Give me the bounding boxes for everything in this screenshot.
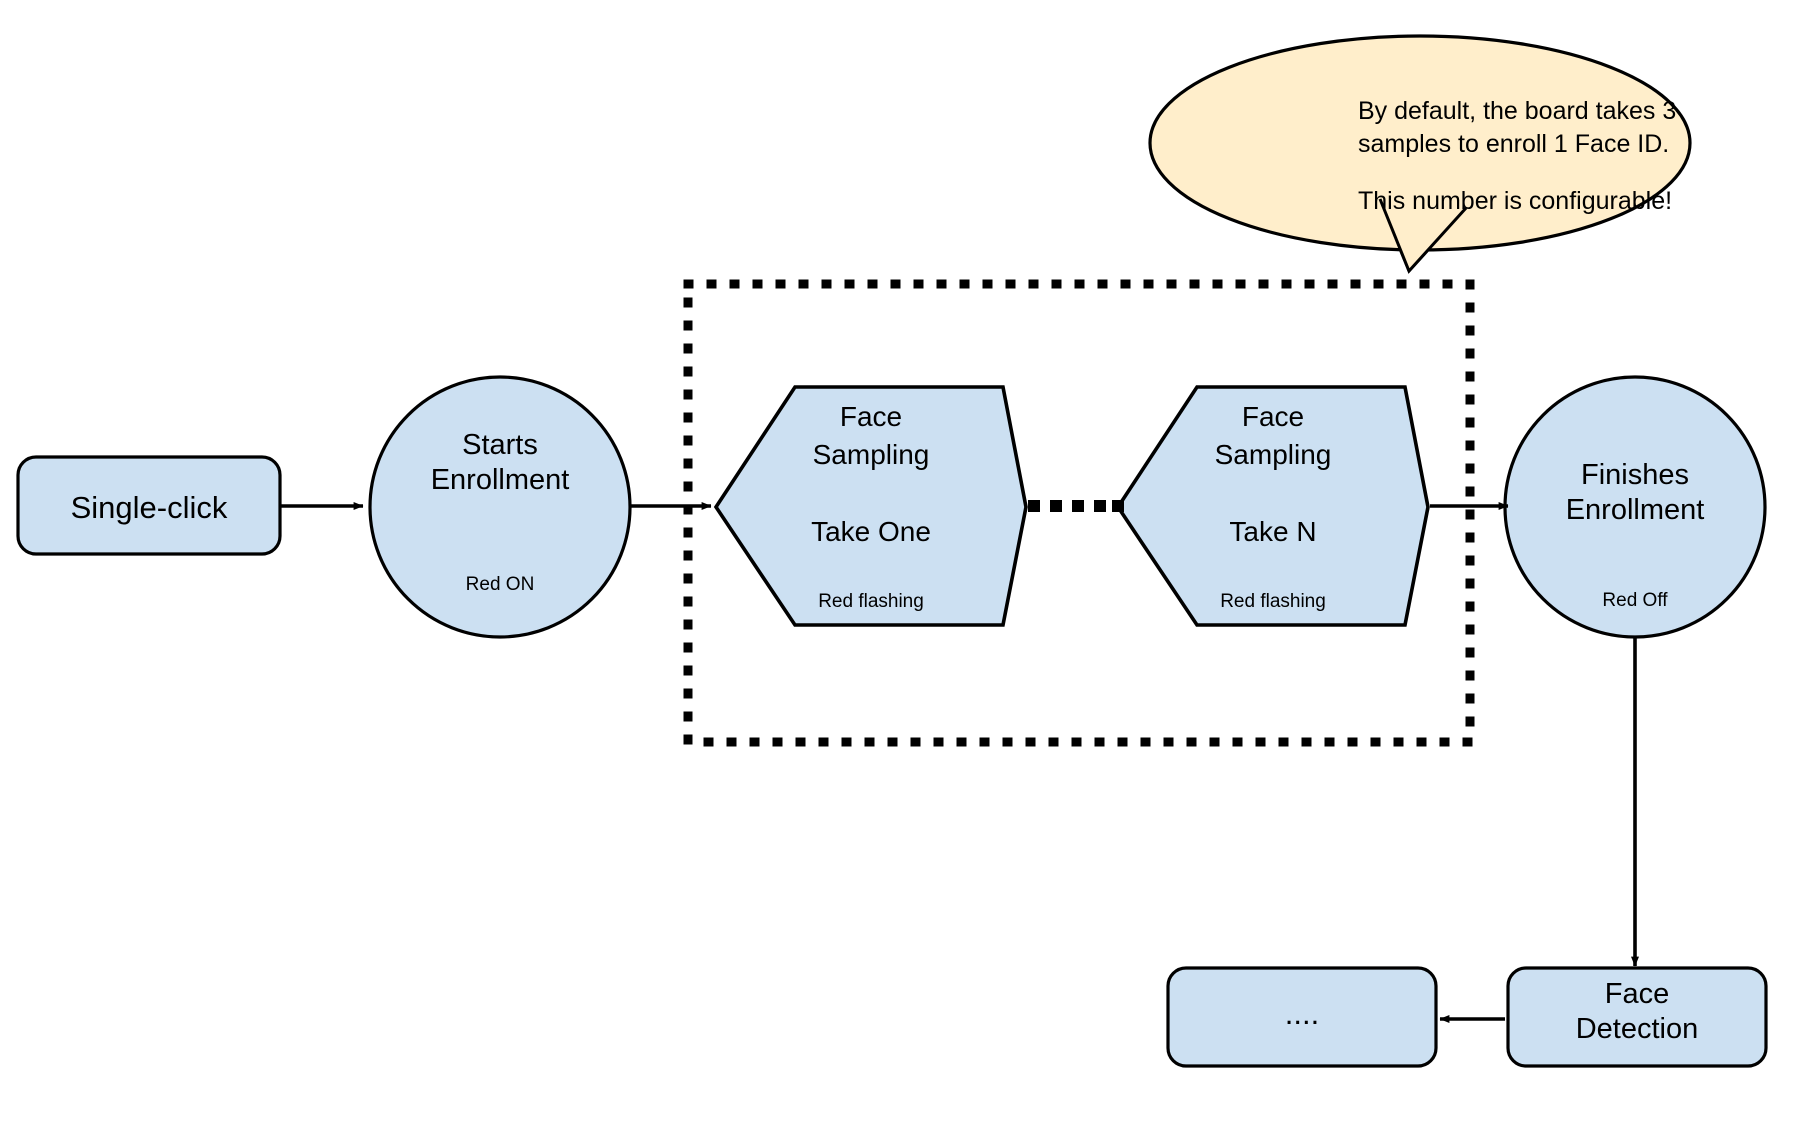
face-sampling-n-shape[interactable] [1115, 385, 1430, 627]
finishes-enrollment-shape[interactable] [1503, 375, 1767, 639]
single-click-shape[interactable] [16, 455, 282, 556]
sampling-group-box [683, 279, 1475, 747]
starts-enrollment-shape[interactable] [368, 375, 632, 639]
continuation-shape[interactable] [1166, 966, 1438, 1068]
sampling-ellipsis [1028, 500, 1124, 512]
callout-tail-outline [1378, 198, 1468, 274]
face-sampling-one-shape[interactable] [713, 385, 1028, 627]
callout-tail-overlap-cover [1381, 202, 1464, 270]
face-detection-shape[interactable] [1506, 966, 1768, 1068]
